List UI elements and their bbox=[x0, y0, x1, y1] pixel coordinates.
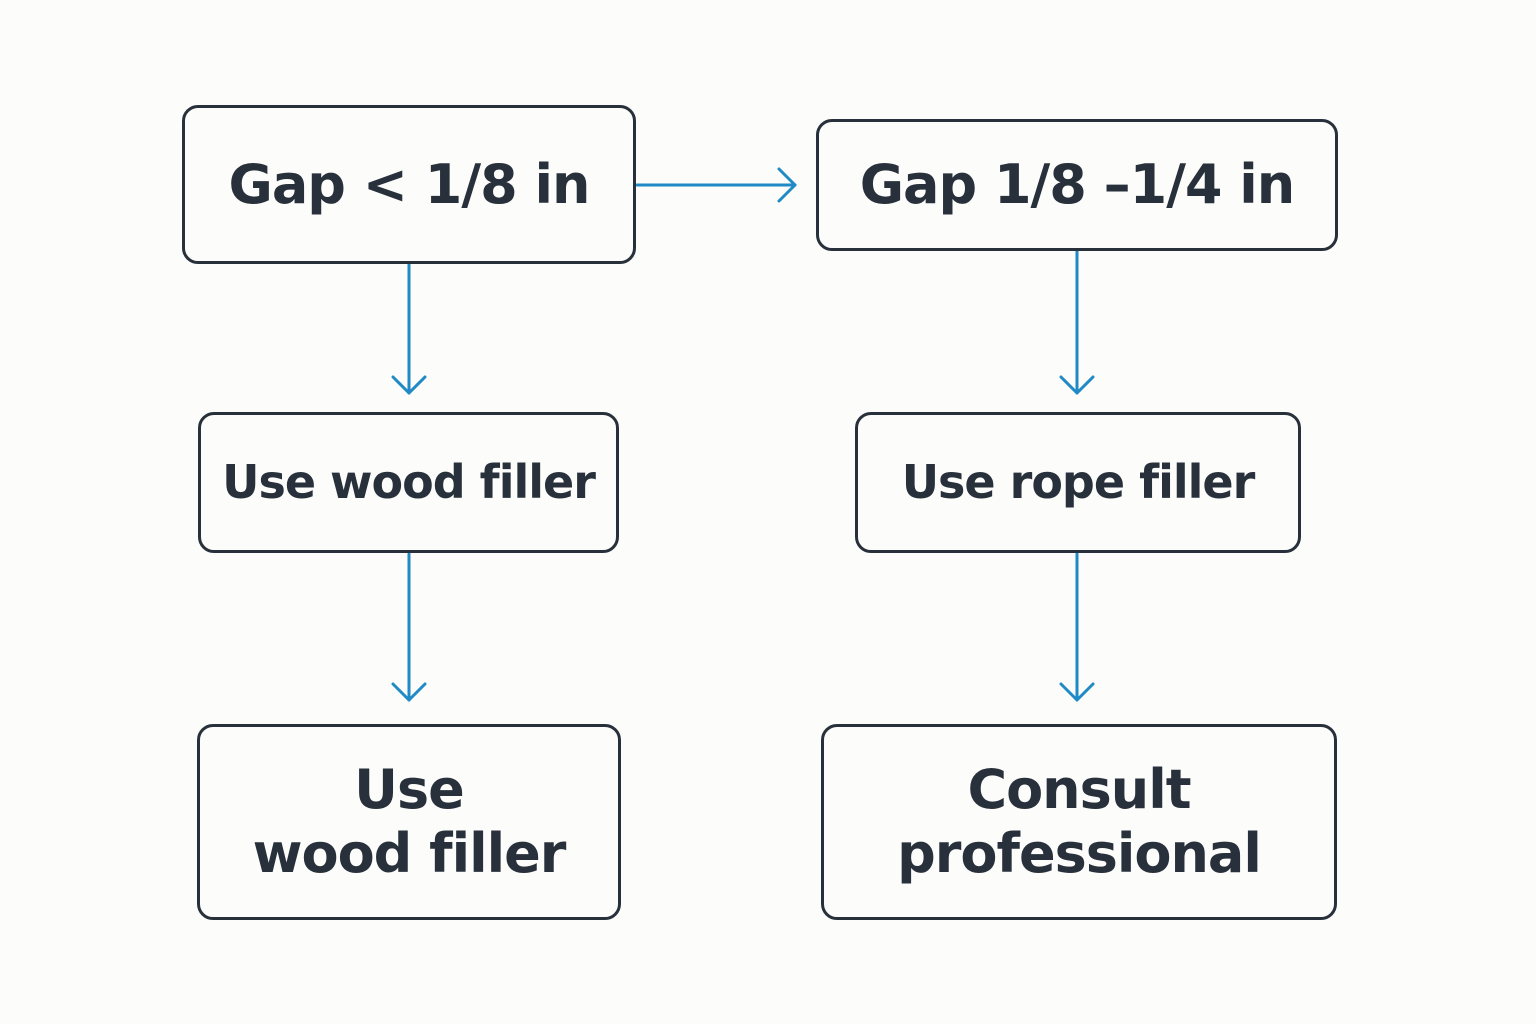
arrow-head bbox=[1059, 375, 1095, 395]
arrow-head bbox=[777, 167, 797, 203]
node-consult-professional-label: Consult professional bbox=[897, 758, 1262, 885]
arrow-rope-filler-to-consult bbox=[1059, 552, 1095, 702]
node-use-rope-filler-label: Use rope filler bbox=[901, 455, 1256, 510]
arrow-head bbox=[391, 375, 427, 395]
arrow-head bbox=[1059, 682, 1095, 702]
arrow-wood-filler-to-wood-filler-final bbox=[391, 552, 427, 702]
node-use-wood-filler-final-label: Use wood filler bbox=[252, 758, 567, 885]
node-gap-medium: Gap 1/8 –1/4 in bbox=[816, 119, 1338, 251]
arrow-gap-small-to-gap-medium bbox=[635, 167, 797, 203]
node-use-rope-filler: Use rope filler bbox=[855, 412, 1301, 553]
arrow-gap-medium-to-rope-filler bbox=[1059, 249, 1095, 395]
node-use-wood-filler: Use wood filler bbox=[198, 412, 619, 553]
node-gap-medium-label: Gap 1/8 –1/4 in bbox=[859, 153, 1296, 217]
arrow-gap-small-to-wood-filler bbox=[391, 262, 427, 395]
node-consult-professional: Consult professional bbox=[821, 724, 1337, 920]
node-gap-small-label: Gap < 1/8 in bbox=[228, 152, 591, 216]
node-use-wood-filler-label: Use wood filler bbox=[222, 455, 596, 510]
node-gap-small: Gap < 1/8 in bbox=[182, 105, 636, 264]
node-use-wood-filler-final: Use wood filler bbox=[197, 724, 621, 920]
arrow-head bbox=[391, 682, 427, 702]
